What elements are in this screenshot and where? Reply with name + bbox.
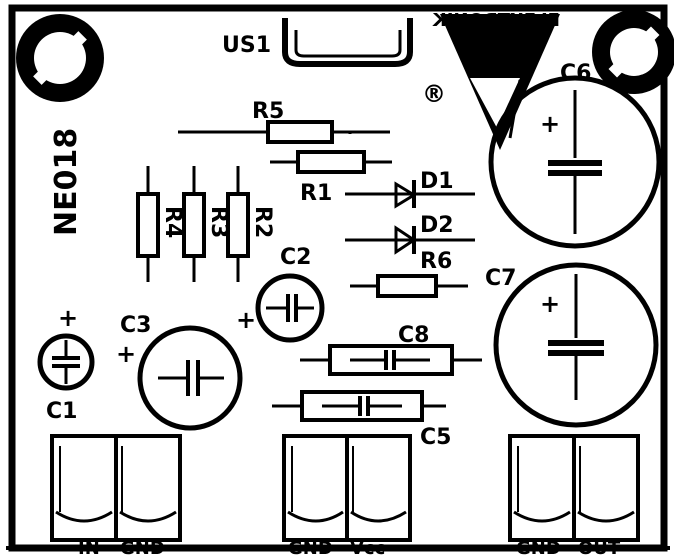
- c5-label: C5: [420, 425, 451, 450]
- ic-us1: [282, 18, 413, 67]
- c1-label: C1: [46, 399, 77, 424]
- resistor-r2: [226, 166, 250, 282]
- d1-label: D1: [420, 169, 454, 194]
- capacitor-c5: [272, 390, 446, 422]
- r5-label: R5: [252, 99, 284, 124]
- resistor-r4: [136, 166, 160, 282]
- c1-plus: +: [58, 304, 78, 332]
- resistor-r5: [178, 120, 390, 144]
- capacitor-c2: [255, 273, 325, 343]
- r2-label: R2: [250, 206, 275, 238]
- mounting-hole-left: [16, 14, 104, 102]
- board-id-label: NE018: [49, 128, 84, 236]
- c3-label: C3: [120, 313, 151, 338]
- brand-line2: NORD: [471, 36, 530, 57]
- terminal-block-input: [50, 434, 182, 542]
- connector-gnd2-label: GND: [288, 538, 333, 557]
- c7-plus: +: [540, 290, 560, 318]
- r6-label: R6: [420, 249, 452, 274]
- mounting-hole-right: [592, 10, 674, 94]
- diode-d1: [345, 180, 475, 209]
- connector-out-label: OUT: [578, 538, 621, 557]
- capacitor-c8: [300, 344, 482, 376]
- d2-label: D2: [420, 213, 454, 238]
- ic-us1-label: US1: [222, 33, 271, 58]
- connector-gnd3-label: GND: [516, 538, 561, 557]
- resistor-r1: [270, 150, 392, 174]
- r4-label: R4: [160, 206, 185, 238]
- capacitor-c1: [37, 333, 95, 391]
- diode-d2: [345, 225, 475, 255]
- capacitor-c7: [493, 262, 659, 428]
- board-outline: [8, 4, 668, 552]
- connector-in-label: IN: [78, 538, 100, 557]
- capacitor-c6: [488, 75, 662, 249]
- c2-label: C2: [280, 245, 311, 270]
- capacitor-c3: [137, 325, 243, 431]
- c8-label: C8: [398, 323, 429, 348]
- terminal-block-output: [508, 434, 640, 542]
- c3-plus: +: [116, 340, 136, 368]
- connector-gnd1-label: GND: [120, 538, 165, 557]
- resistor-r3: [182, 166, 206, 282]
- connector-vcc-label: Vcc: [350, 538, 385, 557]
- registered-mark: ®: [422, 80, 446, 108]
- c6-label: C6: [560, 61, 591, 86]
- brand-logo: ELEKTRONIK NORD ®: [422, 10, 560, 150]
- brand-line1: ELEKTRONIK: [432, 10, 560, 31]
- resistor-r6: [350, 274, 468, 298]
- c6-plus: +: [540, 110, 560, 138]
- terminal-block-power: [282, 434, 412, 542]
- c2-plus: +: [236, 306, 256, 334]
- c7-label: C7: [485, 266, 516, 291]
- r1-label: R1: [300, 181, 332, 206]
